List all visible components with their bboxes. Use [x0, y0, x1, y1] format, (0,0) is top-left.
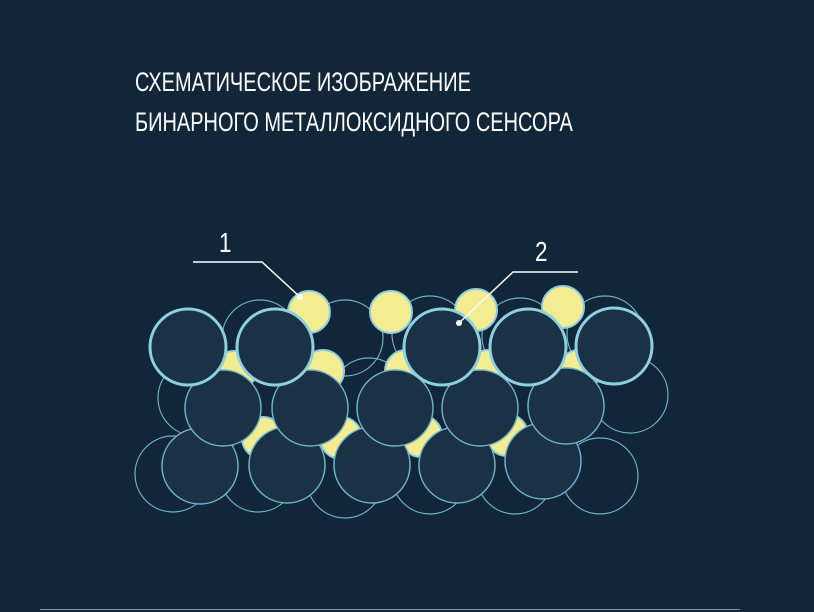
oxide-grain: [402, 307, 482, 387]
callout-dot-1: [297, 294, 303, 300]
oxide-grain: [148, 307, 228, 387]
oxide-grain: [235, 307, 315, 387]
callout-dot-2: [456, 320, 462, 326]
title-line-2: бинарного металлоксидного сенсора: [135, 107, 573, 137]
callout-leader-2: [458, 271, 578, 324]
oxide-grain: [356, 369, 434, 447]
oxide-grain: [574, 306, 654, 386]
callout-label-1: 1: [219, 227, 232, 258]
oxide-grain: [271, 369, 349, 447]
oxide-grain: [527, 367, 605, 445]
oxide-grain: [184, 369, 262, 447]
grain-layer-middle: [161, 367, 605, 505]
oxide-grain: [441, 369, 519, 447]
callout-layer: [193, 261, 578, 326]
callout-label-2: 2: [535, 236, 548, 267]
title-line-1: Схематическое изображение: [135, 67, 471, 97]
oxide-grain: [488, 307, 568, 387]
grain-layer-top: [148, 306, 654, 387]
additive-particle: [369, 290, 413, 334]
callout-leader-1: [193, 261, 301, 298]
diagram-title: Схематическое изображение бинарного мета…: [135, 62, 573, 142]
bottom-divider: [40, 609, 740, 610]
